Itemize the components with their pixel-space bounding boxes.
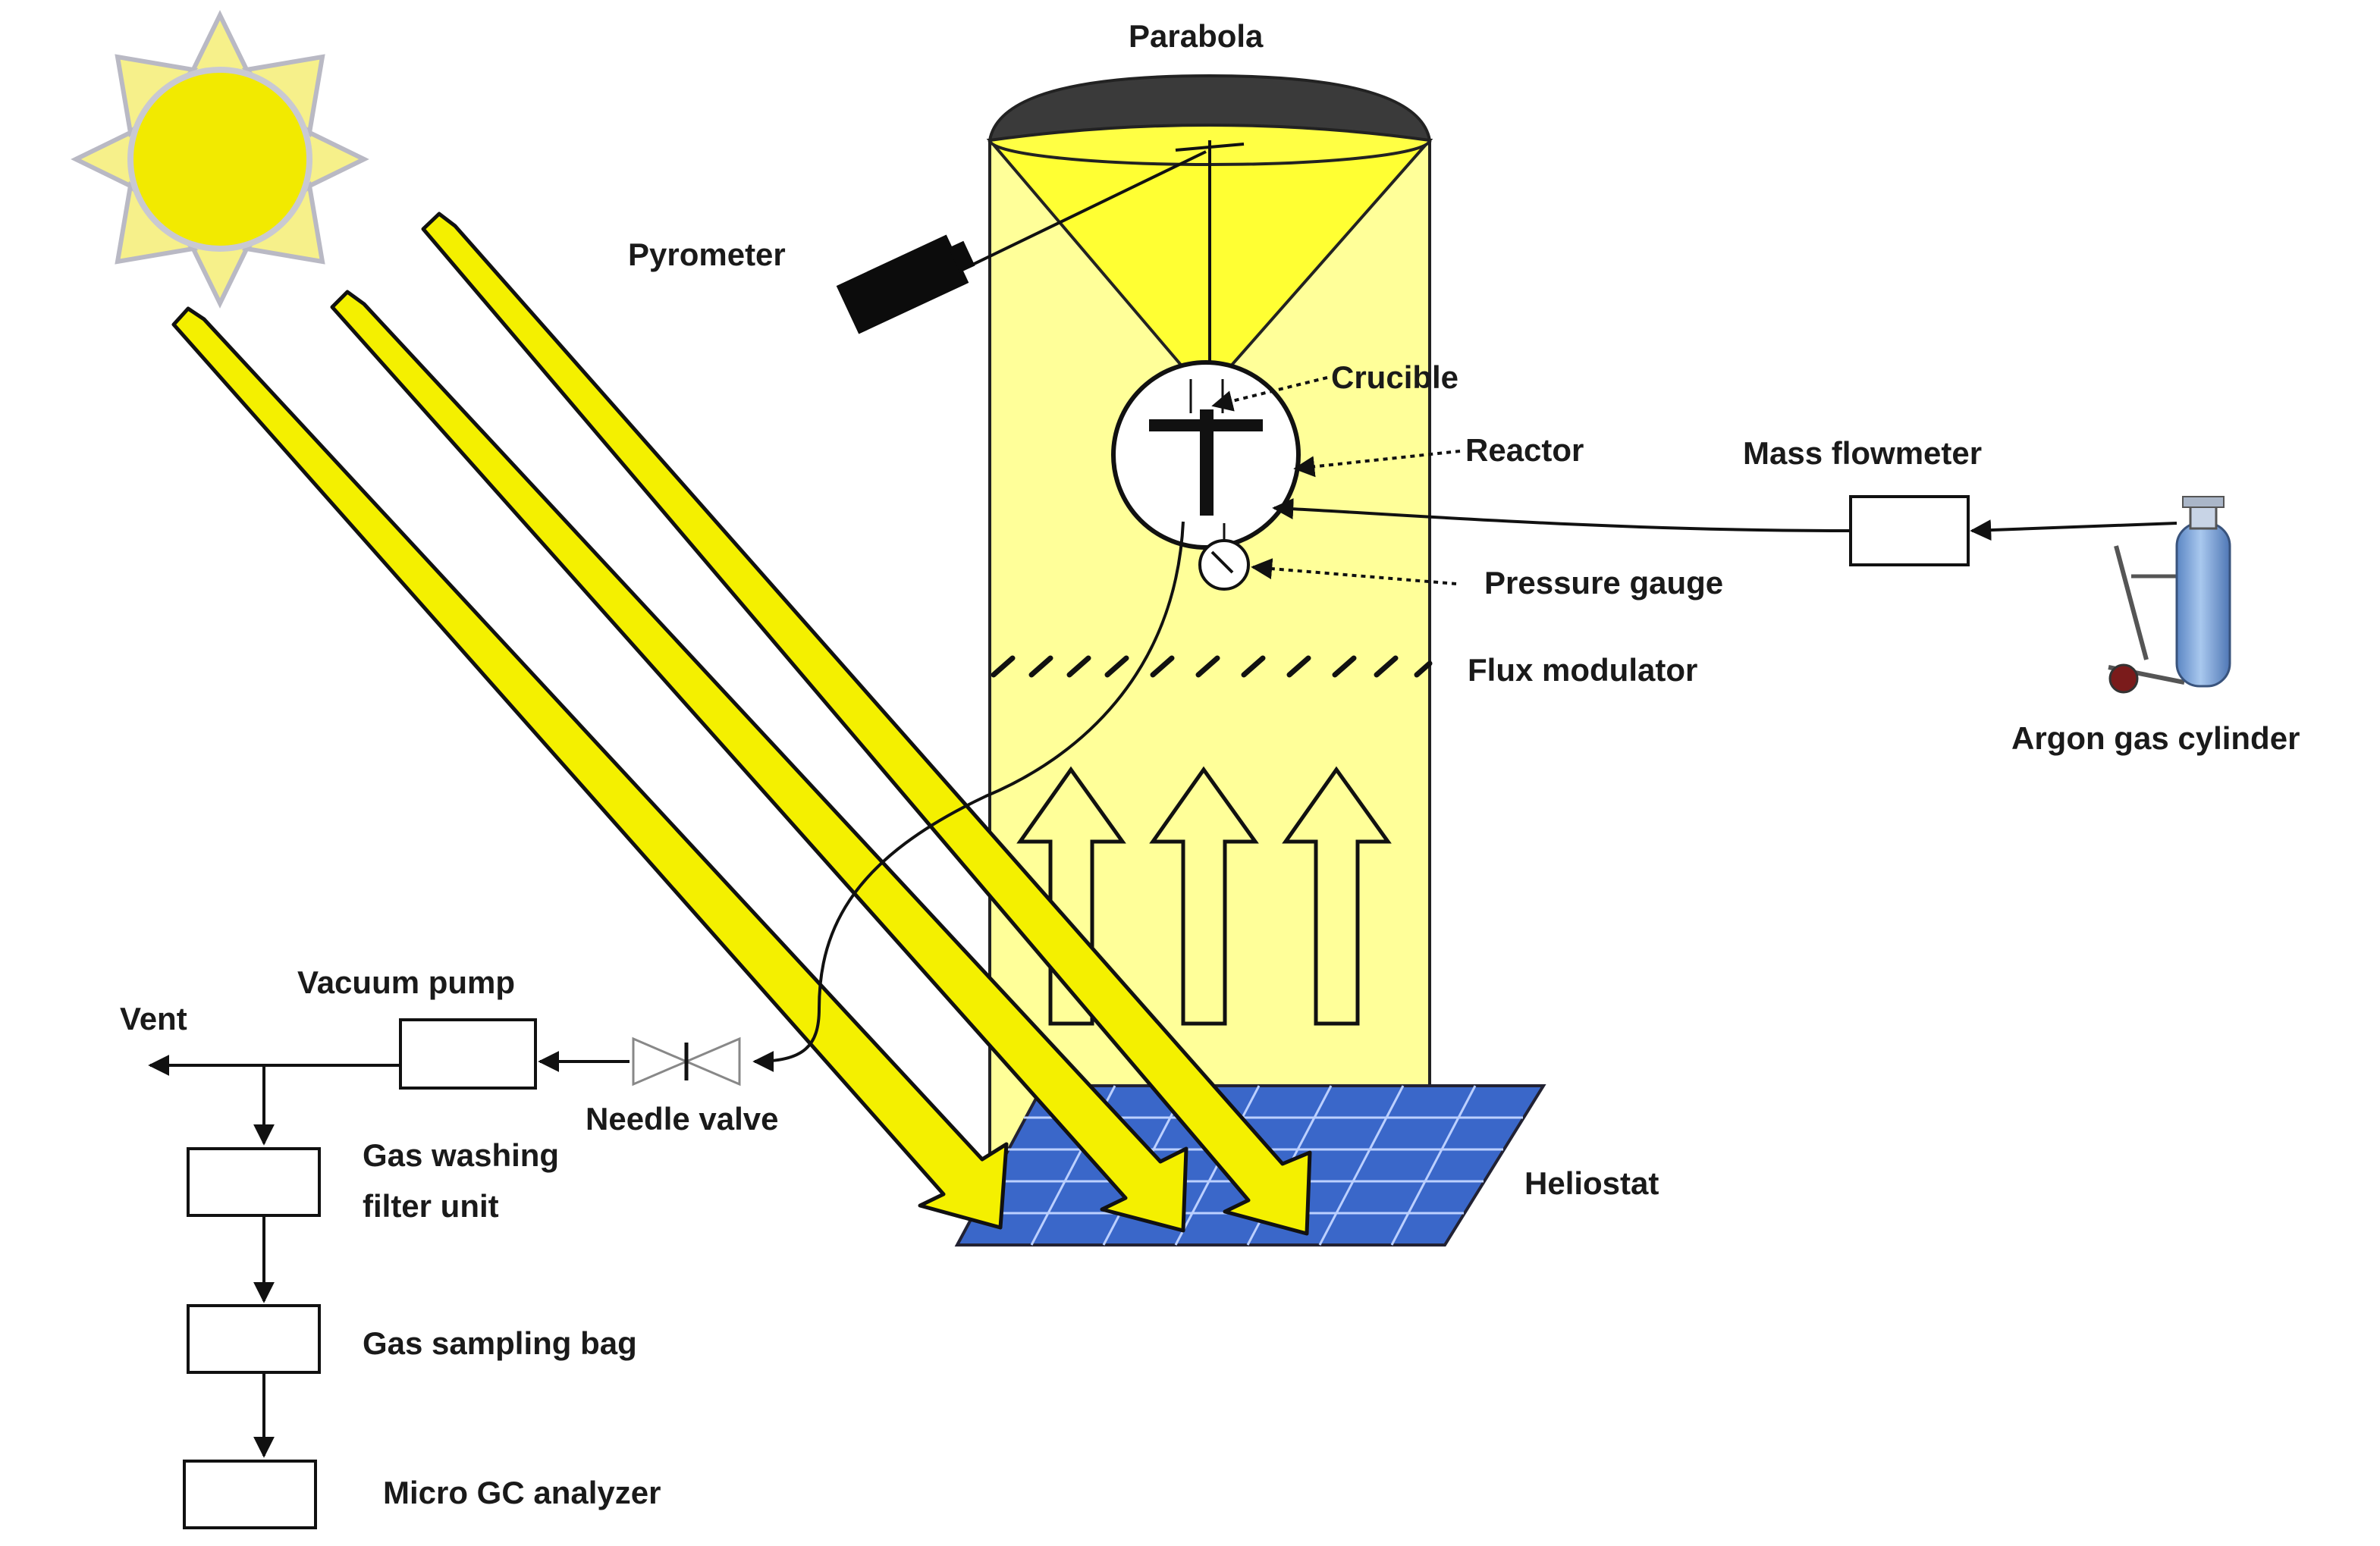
crucible-pointer bbox=[1211, 376, 1328, 412]
reactor-pointer bbox=[1293, 450, 1461, 478]
small-mirror bbox=[1175, 143, 1245, 152]
parabola-dish bbox=[987, 74, 1432, 143]
pyrometer-icon bbox=[836, 150, 1207, 334]
label-gas-washing-line2: filter unit bbox=[363, 1188, 499, 1224]
pressure-gauge-pointer bbox=[1251, 558, 1457, 585]
label-flux-modulator: Flux modulator bbox=[1468, 652, 1697, 688]
gas-washing-box bbox=[187, 1147, 321, 1217]
label-argon-gas-cylinder: Argon gas cylinder bbox=[2011, 720, 2300, 756]
label-mass-flowmeter: Mass flowmeter bbox=[1743, 435, 1982, 471]
micro-gc-box bbox=[183, 1460, 317, 1529]
flowmeter-to-reactor-line bbox=[1272, 498, 1851, 532]
label-heliostat: Heliostat bbox=[1524, 1165, 1659, 1201]
label-reactor: Reactor bbox=[1465, 432, 1584, 468]
sunlight-arrows bbox=[171, 212, 1312, 1236]
label-crucible: Crucible bbox=[1331, 359, 1458, 395]
flux-modulator bbox=[991, 655, 1433, 678]
gas-sampling-bag-box bbox=[187, 1304, 321, 1374]
label-pressure-gauge: Pressure gauge bbox=[1484, 565, 1723, 601]
label-parabola: Parabola bbox=[1129, 18, 1264, 54]
argon-cylinder-icon bbox=[2108, 496, 2231, 694]
pressure-gauge-icon bbox=[1198, 523, 1250, 591]
upward-flux-arrows bbox=[1016, 766, 1392, 1026]
label-micro-gc-analyzer: Micro GC analyzer bbox=[383, 1475, 661, 1510]
argon-to-flowmeter-line bbox=[1970, 519, 2177, 541]
sun-disc bbox=[127, 67, 312, 252]
needle-valve-icon bbox=[632, 1036, 741, 1087]
label-vacuum-pump: Vacuum pump bbox=[297, 964, 515, 1000]
mass-flowmeter-box bbox=[1849, 495, 1970, 566]
label-vent: Vent bbox=[120, 1001, 187, 1036]
vacuum-pump-box bbox=[399, 1018, 537, 1090]
exhaust-gas-line bbox=[752, 521, 1185, 1072]
label-needle-valve: Needle valve bbox=[586, 1101, 779, 1137]
sun-icon bbox=[71, 10, 369, 309]
label-gas-sampling-bag: Gas sampling bag bbox=[363, 1325, 637, 1361]
label-pyrometer: Pyrometer bbox=[628, 237, 786, 272]
label-gas-washing-line1: Gas washing bbox=[363, 1137, 559, 1173]
